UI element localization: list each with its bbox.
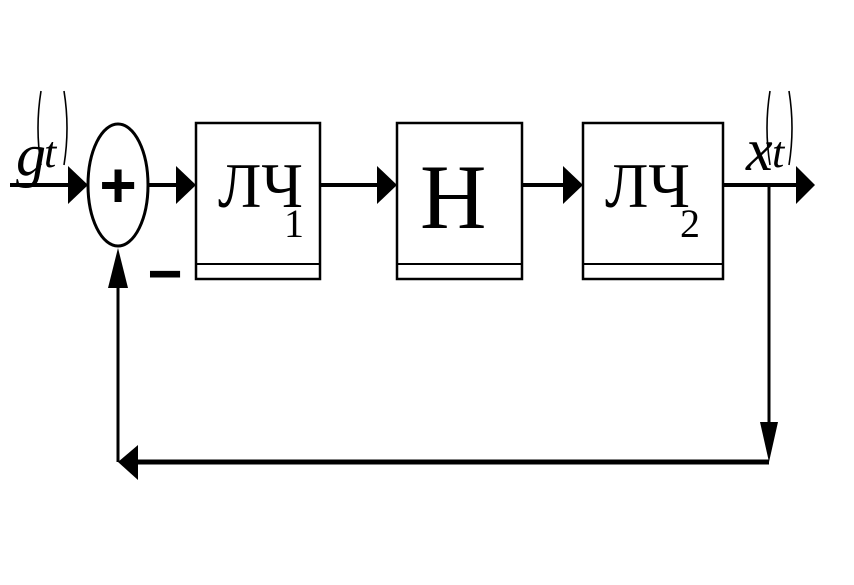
input-arrowhead [68,166,88,204]
output-paren-left [766,90,771,166]
block-n: Н [395,121,524,281]
input-signal-symbol: g [16,122,46,188]
block-lch1-subscript: 1 [284,201,304,246]
feedback-left-arrowhead [118,445,138,480]
input-signal-label: g t [16,90,68,188]
feedback-path [108,185,778,480]
input-paren-right [63,90,68,166]
feedback-down-arrowhead [760,422,778,462]
block-lch1-frame [194,121,322,281]
block-lch1-label: ЛЧ [218,150,303,221]
summing-junction: + − [86,122,183,307]
output-signal-arg: t [772,128,786,177]
block-n-frame [395,121,524,281]
block-n-label: Н [420,146,486,248]
block-lch2: ЛЧ 2 [581,121,725,281]
feedback-up-arrowhead [108,248,128,288]
output-paren-right [788,90,793,166]
block-lch2-subscript: 2 [680,201,700,246]
plus-sign: + [99,149,136,221]
block-lch2-label: ЛЧ [605,150,690,221]
block-lch1: ЛЧ 1 [194,121,322,281]
input-signal-arg: t [44,128,58,177]
arrow-junction-to-block1-head [176,166,196,204]
minus-sign: − [147,240,182,307]
output-arrowhead [796,166,815,204]
arrow-block1-to-block2-head [377,166,397,204]
block-lch2-frame [581,121,725,281]
input-paren-left [37,90,42,166]
arrow-block2-to-block3-head [563,166,583,204]
output-signal-label: x t [745,90,793,183]
